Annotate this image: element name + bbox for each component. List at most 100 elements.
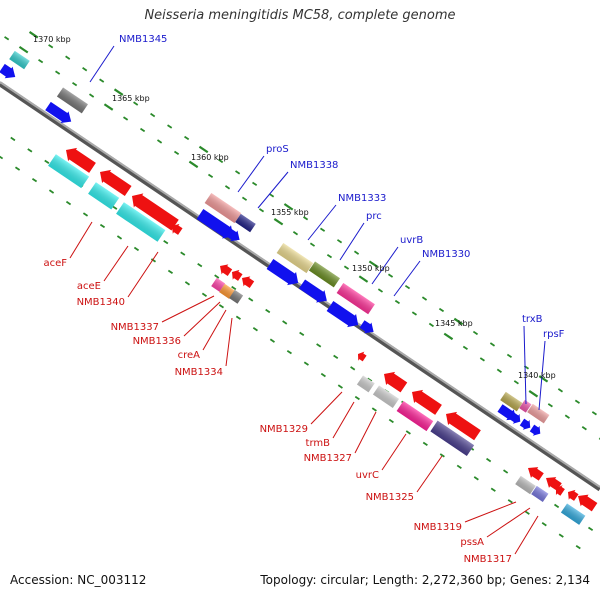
reverse-gene-18[interactable] — [372, 385, 399, 408]
forward-gene-14[interactable] — [336, 283, 375, 315]
forward-gene-16[interactable] — [509, 411, 524, 427]
tick-mark — [333, 354, 339, 359]
forward-gene-label[interactable]: rpsF — [543, 329, 565, 340]
reverse-gene-8[interactable] — [229, 267, 244, 283]
forward-gene-19[interactable] — [500, 391, 523, 412]
forward-gene-5[interactable] — [224, 227, 243, 246]
reverse-gene-11[interactable] — [219, 283, 235, 299]
forward-gene-18[interactable] — [529, 423, 544, 439]
tick-mark — [282, 320, 288, 325]
reverse-gene-label[interactable]: creA — [178, 350, 201, 361]
forward-gene-2[interactable] — [44, 100, 75, 127]
reverse-gene-3[interactable] — [169, 221, 184, 237]
reverse-gene-23[interactable] — [553, 483, 566, 497]
forward-gene-label[interactable]: uvrB — [400, 235, 423, 246]
reverse-gene-25-arrow — [578, 494, 598, 512]
reverse-gene-label[interactable]: NMB1325 — [366, 492, 414, 503]
reverse-gene-25[interactable] — [574, 490, 598, 513]
forward-gene-label[interactable]: proS — [266, 144, 289, 155]
reverse-gene-17[interactable] — [356, 375, 375, 393]
forward-gene-11[interactable] — [358, 319, 377, 338]
forward-gene-3[interactable] — [56, 87, 88, 114]
reverse-gene-2[interactable] — [127, 189, 180, 232]
reverse-gene-14[interactable] — [380, 367, 409, 394]
forward-gene-7[interactable] — [235, 213, 256, 233]
reverse-gene-12[interactable] — [229, 289, 244, 304]
forward-gene-label[interactable]: prc — [366, 211, 382, 222]
tick-mark — [337, 384, 343, 389]
reverse-gene-label[interactable]: NMB1319 — [414, 522, 462, 533]
forward-gene-15[interactable] — [496, 403, 520, 425]
reverse-gene-19-shade — [396, 401, 434, 432]
forward-gene-6[interactable] — [204, 193, 242, 224]
forward-gene-4[interactable] — [196, 207, 238, 243]
tick-mark — [18, 45, 29, 54]
reverse-gene-label[interactable]: NMB1340 — [77, 297, 125, 308]
forward-gene-label[interactable]: NMB1333 — [338, 193, 386, 204]
reverse-gene-1[interactable] — [96, 165, 133, 197]
forward-leader-line — [237, 155, 265, 193]
forward-leader-line — [393, 260, 421, 297]
reverse-gene-26[interactable] — [515, 475, 536, 495]
forward-gene-20[interactable] — [519, 399, 532, 413]
forward-gene-8[interactable] — [266, 257, 303, 289]
forward-gene-6-shade — [204, 193, 242, 224]
reverse-gene-label[interactable]: aceF — [43, 258, 67, 269]
reverse-leader-line — [127, 251, 159, 298]
reverse-gene-28-shade — [560, 503, 586, 525]
forward-gene-label[interactable]: NMB1345 — [119, 34, 167, 45]
reverse-gene-13[interactable] — [355, 349, 368, 363]
reverse-gene-label[interactable]: NMB1337 — [111, 322, 159, 333]
forward-gene-17[interactable] — [519, 417, 534, 433]
forward-leader-line — [307, 204, 337, 241]
reverse-gene-label[interactable]: NMB1334 — [175, 367, 223, 378]
forward-gene-0[interactable] — [0, 62, 19, 83]
tick-mark — [44, 159, 50, 165]
tick-mark — [99, 223, 106, 229]
backbone-shadow — [0, 81, 600, 492]
reverse-gene-label[interactable]: pssA — [460, 537, 484, 548]
forward-gene-1[interactable] — [9, 50, 30, 70]
forward-gene-label[interactable]: NMB1338 — [290, 160, 338, 171]
tick-mark — [350, 366, 356, 371]
forward-gene-9[interactable] — [298, 278, 331, 307]
forward-gene-label[interactable]: NMB1330 — [422, 249, 470, 260]
reverse-gene-5[interactable] — [88, 182, 120, 210]
tick-mark — [394, 299, 401, 305]
reverse-gene-label[interactable]: NMB1327 — [304, 453, 352, 464]
reverse-gene-label[interactable]: uvrC — [356, 470, 379, 481]
reverse-gene-0[interactable] — [62, 143, 97, 174]
reverse-gene-27[interactable] — [531, 485, 549, 502]
forward-gene-12[interactable] — [276, 243, 314, 274]
tick-mark — [269, 338, 275, 343]
reverse-gene-19[interactable] — [396, 401, 434, 432]
reverse-gene-label[interactable]: NMB1317 — [464, 554, 512, 565]
reverse-gene-24[interactable] — [565, 487, 580, 503]
reverse-gene-label[interactable]: NMB1336 — [133, 336, 181, 347]
reverse-gene-16[interactable] — [442, 407, 482, 442]
forward-gene-21[interactable] — [527, 403, 550, 424]
reverse-gene-label[interactable]: NMB1329 — [260, 424, 308, 435]
reverse-gene-20[interactable] — [430, 420, 475, 457]
forward-gene-8-arrow — [266, 259, 299, 286]
reverse-gene-6[interactable] — [116, 202, 166, 242]
forward-gene-13[interactable] — [308, 261, 340, 288]
reverse-gene-4[interactable] — [48, 154, 90, 189]
forward-gene-label[interactable]: trxB — [522, 314, 543, 325]
tick-mark — [528, 390, 539, 398]
reverse-gene-15[interactable] — [408, 385, 443, 416]
reverse-gene-4-shade — [48, 154, 90, 189]
reverse-gene-9[interactable] — [239, 273, 256, 290]
reverse-gene-10[interactable] — [211, 277, 226, 292]
reverse-gene-label[interactable]: trmB — [306, 438, 331, 449]
reverse-gene-28[interactable] — [560, 503, 586, 525]
tick-mark — [122, 116, 129, 121]
tick-mark — [82, 212, 89, 217]
forward-gene-10[interactable] — [326, 299, 363, 331]
reverse-leader-line — [202, 309, 227, 351]
reverse-gene-21[interactable] — [524, 463, 545, 483]
reverse-gene-7[interactable] — [217, 261, 234, 278]
tick-mark — [197, 262, 203, 268]
reverse-gene-label[interactable]: aceE — [77, 281, 101, 292]
